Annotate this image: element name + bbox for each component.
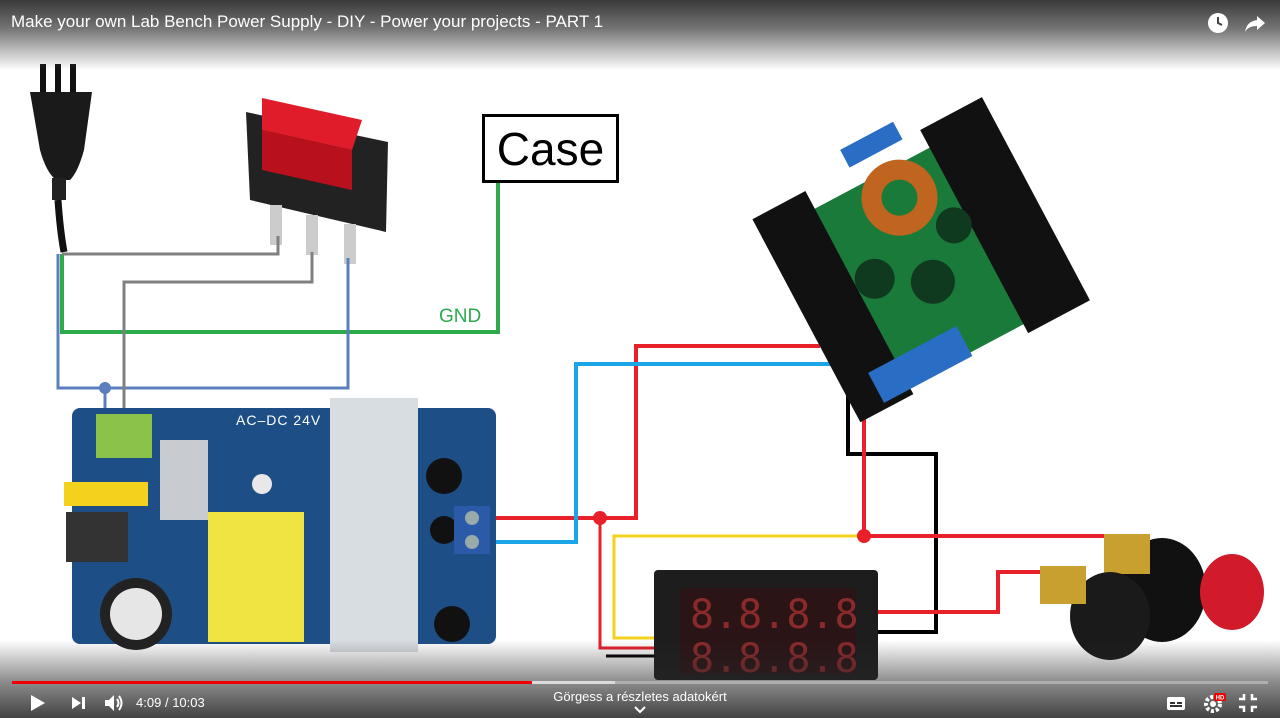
progress-played: [12, 681, 532, 684]
junction-dot: [99, 382, 111, 394]
time-display: 4:09 / 10:03: [136, 695, 205, 710]
acdc-power-supply-board: [64, 398, 496, 652]
current-time: 4:09: [136, 695, 162, 710]
psu-board-label: AC–DC 24V: [236, 412, 322, 428]
buck-converter-module: [752, 97, 1090, 423]
binding-posts: [1040, 534, 1264, 660]
svg-text:8.8.8.8: 8.8.8.8: [690, 592, 859, 638]
exit-fullscreen-icon[interactable]: [1235, 690, 1261, 716]
case-label-box: Case: [482, 114, 619, 183]
progress-bar[interactable]: [12, 681, 1268, 684]
power-plug: [30, 64, 92, 253]
watch-later-icon[interactable]: [1206, 11, 1230, 35]
duration: 10:03: [172, 695, 205, 710]
scroll-hint[interactable]: Görgess a részletes adatokért: [553, 689, 727, 704]
gnd-label: GND: [439, 306, 482, 327]
time-separator: /: [164, 695, 169, 710]
volume-icon[interactable]: [101, 690, 127, 716]
top-gradient: [0, 0, 1280, 70]
junction-dot: [857, 529, 871, 543]
case-label: Case: [496, 122, 605, 175]
chevron-down-icon[interactable]: [632, 704, 648, 716]
rocker-switch: [246, 98, 388, 264]
quality-badge: HD: [1216, 696, 1225, 702]
junction-dot: [593, 511, 607, 525]
bottom-gradient: [0, 640, 1280, 718]
share-icon[interactable]: [1243, 11, 1267, 35]
play-icon[interactable]: [24, 690, 50, 716]
next-icon[interactable]: [66, 690, 92, 716]
settings-icon[interactable]: HD: [1201, 690, 1227, 716]
video-title[interactable]: Make your own Lab Bench Power Supply - D…: [11, 12, 604, 31]
subtitles-icon[interactable]: [1163, 690, 1189, 716]
